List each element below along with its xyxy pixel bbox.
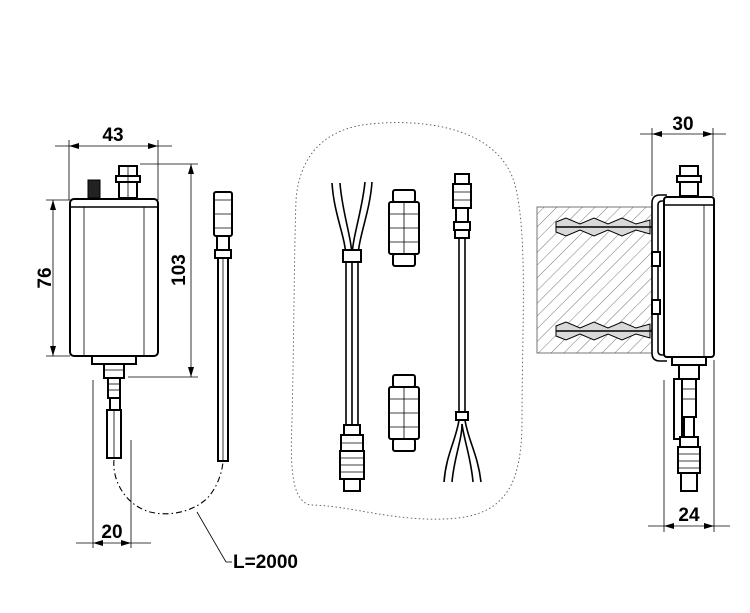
wall-anchor-top (555, 217, 652, 237)
dimension-width-43: 43 (55, 125, 172, 200)
dim-103-label: 103 (169, 254, 190, 286)
wall-anchor-bottom (555, 321, 652, 341)
dimension-depth-30: 30 (640, 114, 726, 196)
y-splitter-left (331, 181, 373, 492)
cable-length-path (113, 459, 224, 515)
side-view: 30 (536, 114, 730, 532)
dim-24-label: 24 (678, 505, 700, 526)
mounting-bracket (651, 194, 667, 362)
dim-30-label: 30 (672, 114, 693, 135)
accessories-outline (290, 122, 524, 520)
dim-76-label: 76 (35, 267, 56, 288)
accessories-group (290, 122, 524, 520)
dimension-height-103: 103 (128, 163, 198, 378)
coupler-top (388, 189, 420, 267)
controller-side (663, 165, 715, 492)
controller-housing (69, 165, 159, 459)
coupler-bottom (388, 374, 420, 452)
dimension-bottom-24: 24 (648, 360, 730, 532)
dim-43-label: 43 (102, 125, 123, 146)
cable-length-label: L=2000 (233, 552, 298, 573)
y-splitter-right (443, 173, 482, 483)
dimension-offset-20: 20 (76, 380, 151, 548)
cable-plug (213, 191, 233, 462)
dimension-height-76: 76 (35, 199, 70, 357)
front-view: 43 76 103 (35, 125, 298, 573)
dim-20-label: 20 (101, 522, 122, 543)
